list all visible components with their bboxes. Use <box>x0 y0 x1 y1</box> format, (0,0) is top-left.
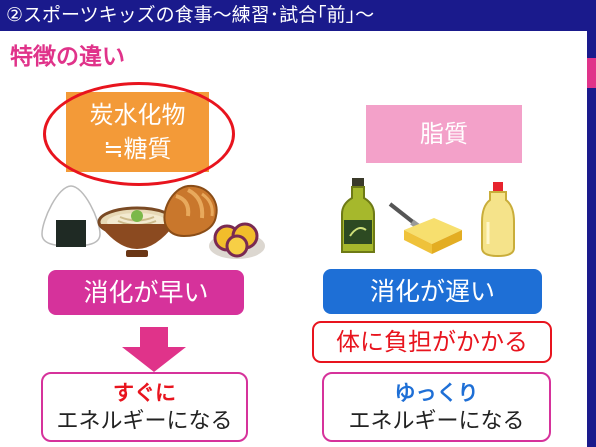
becomes-energy-label: エネルギーになる <box>348 409 525 434</box>
slow-digestion-label: 消化が遅い <box>323 269 542 314</box>
becomes-energy-label: エネルギーになる <box>56 409 233 434</box>
fat-label: 脂質 <box>366 105 522 163</box>
slide-title: ②スポーツキッズの食事～練習･試合｢前｣～ <box>6 4 375 26</box>
down-arrow-icon <box>122 327 186 372</box>
fast-energy-box: すぐに エネルギーになる <box>41 372 248 442</box>
bread-roll-icon <box>163 184 218 238</box>
fast-digestion-label: 消化が早い <box>48 270 244 315</box>
oil-bottle-icon <box>341 178 375 253</box>
slow-energy-box: ゆっくり エネルギーになる <box>322 372 551 442</box>
sweet-potato-icon <box>209 222 265 259</box>
right-rail-accent <box>587 58 596 88</box>
immediately-label: すぐに <box>113 381 176 405</box>
slowly-label: ゆっくり <box>394 381 479 405</box>
right-rail <box>587 31 596 447</box>
section-title: 特徴の違い <box>10 44 125 70</box>
mayonnaise-icon <box>481 182 515 258</box>
rice-ball-icon <box>41 185 101 247</box>
body-burden-label: 体に負担がかかる <box>312 321 552 363</box>
butter-icon <box>388 202 462 254</box>
slide-header: ②スポーツキッズの食事～練習･試合｢前｣～ <box>0 0 596 31</box>
highlight-circle <box>43 82 235 186</box>
